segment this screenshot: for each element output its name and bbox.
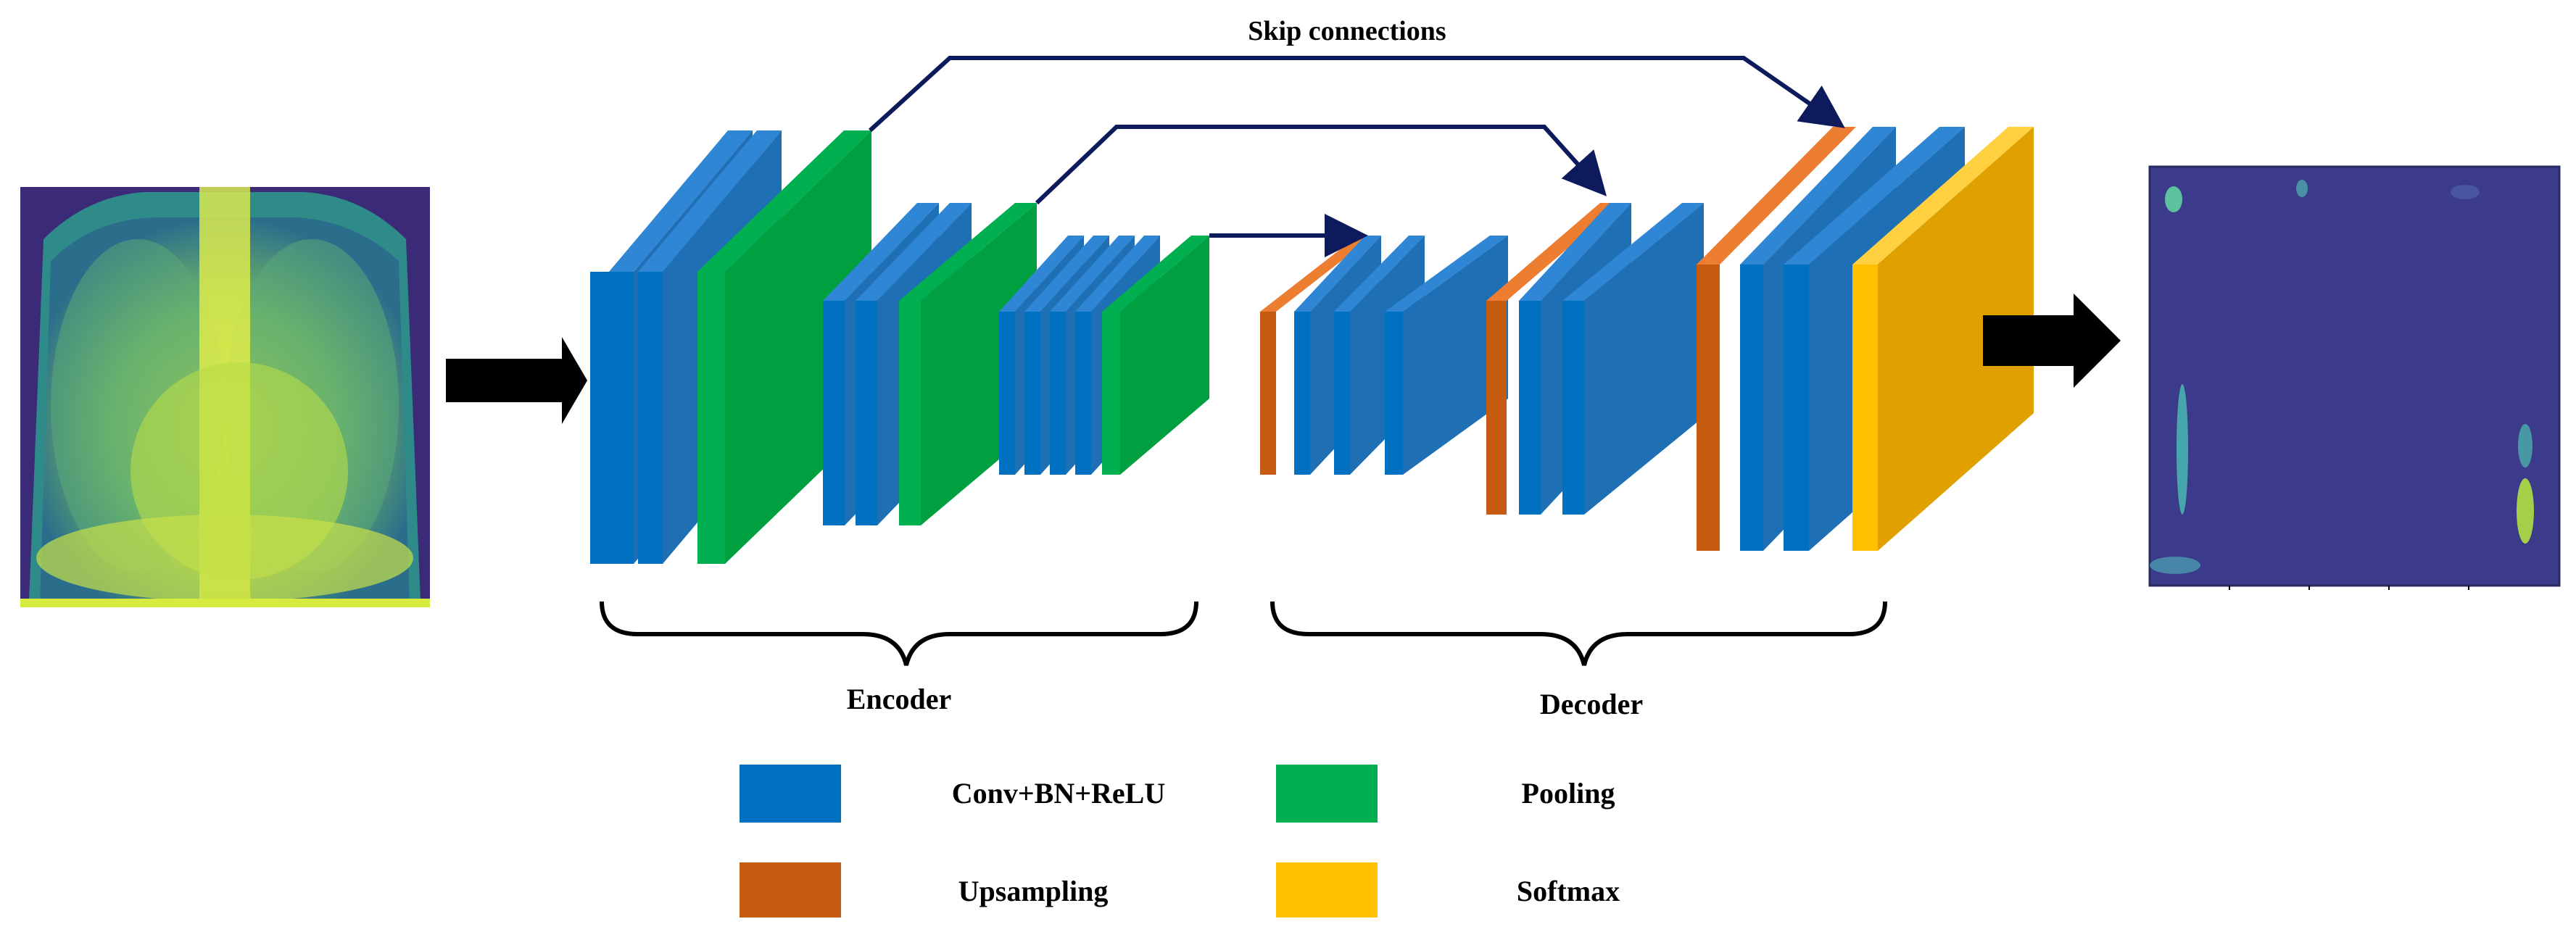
legend-swatch-conv [740,765,841,823]
upsample-block [1697,127,1856,551]
legend-label-softmax: Softmax [1517,875,1620,907]
input-xray-image [20,187,430,607]
legend: Conv+BN+ReLU Pooling Upsampling Softmax [740,765,1620,918]
pool-block [1102,236,1209,475]
conv-block [1562,203,1704,515]
legend-label-conv: Conv+BN+ReLU [952,777,1166,810]
legend-swatch-softmax [1276,862,1378,918]
decoder-label: Decoder [1540,688,1643,720]
output-arrow [1983,294,2121,388]
encoder-blocks [590,130,1209,564]
legend-label-upsampling: Upsampling [958,875,1109,907]
input-arrow [446,337,587,424]
skip-arrow-stage2 [1035,125,1607,205]
legend-swatch-upsampling [740,862,841,918]
softmax-block [1852,127,2034,551]
legend-swatch-pooling [1276,765,1378,823]
decoder-brace [1270,601,1887,666]
skip-arrow-stage1 [868,56,1845,133]
encoder-brace [600,601,1198,666]
skip-connection-arrows [868,56,1845,257]
output-segmentation-image [2148,165,2561,590]
conv-block [1385,236,1508,475]
skip-connections-label: Skip connections [1248,16,1446,46]
decoder-blocks [1260,127,2034,551]
encoder-label: Encoder [847,683,951,715]
legend-label-pooling: Pooling [1522,777,1615,810]
